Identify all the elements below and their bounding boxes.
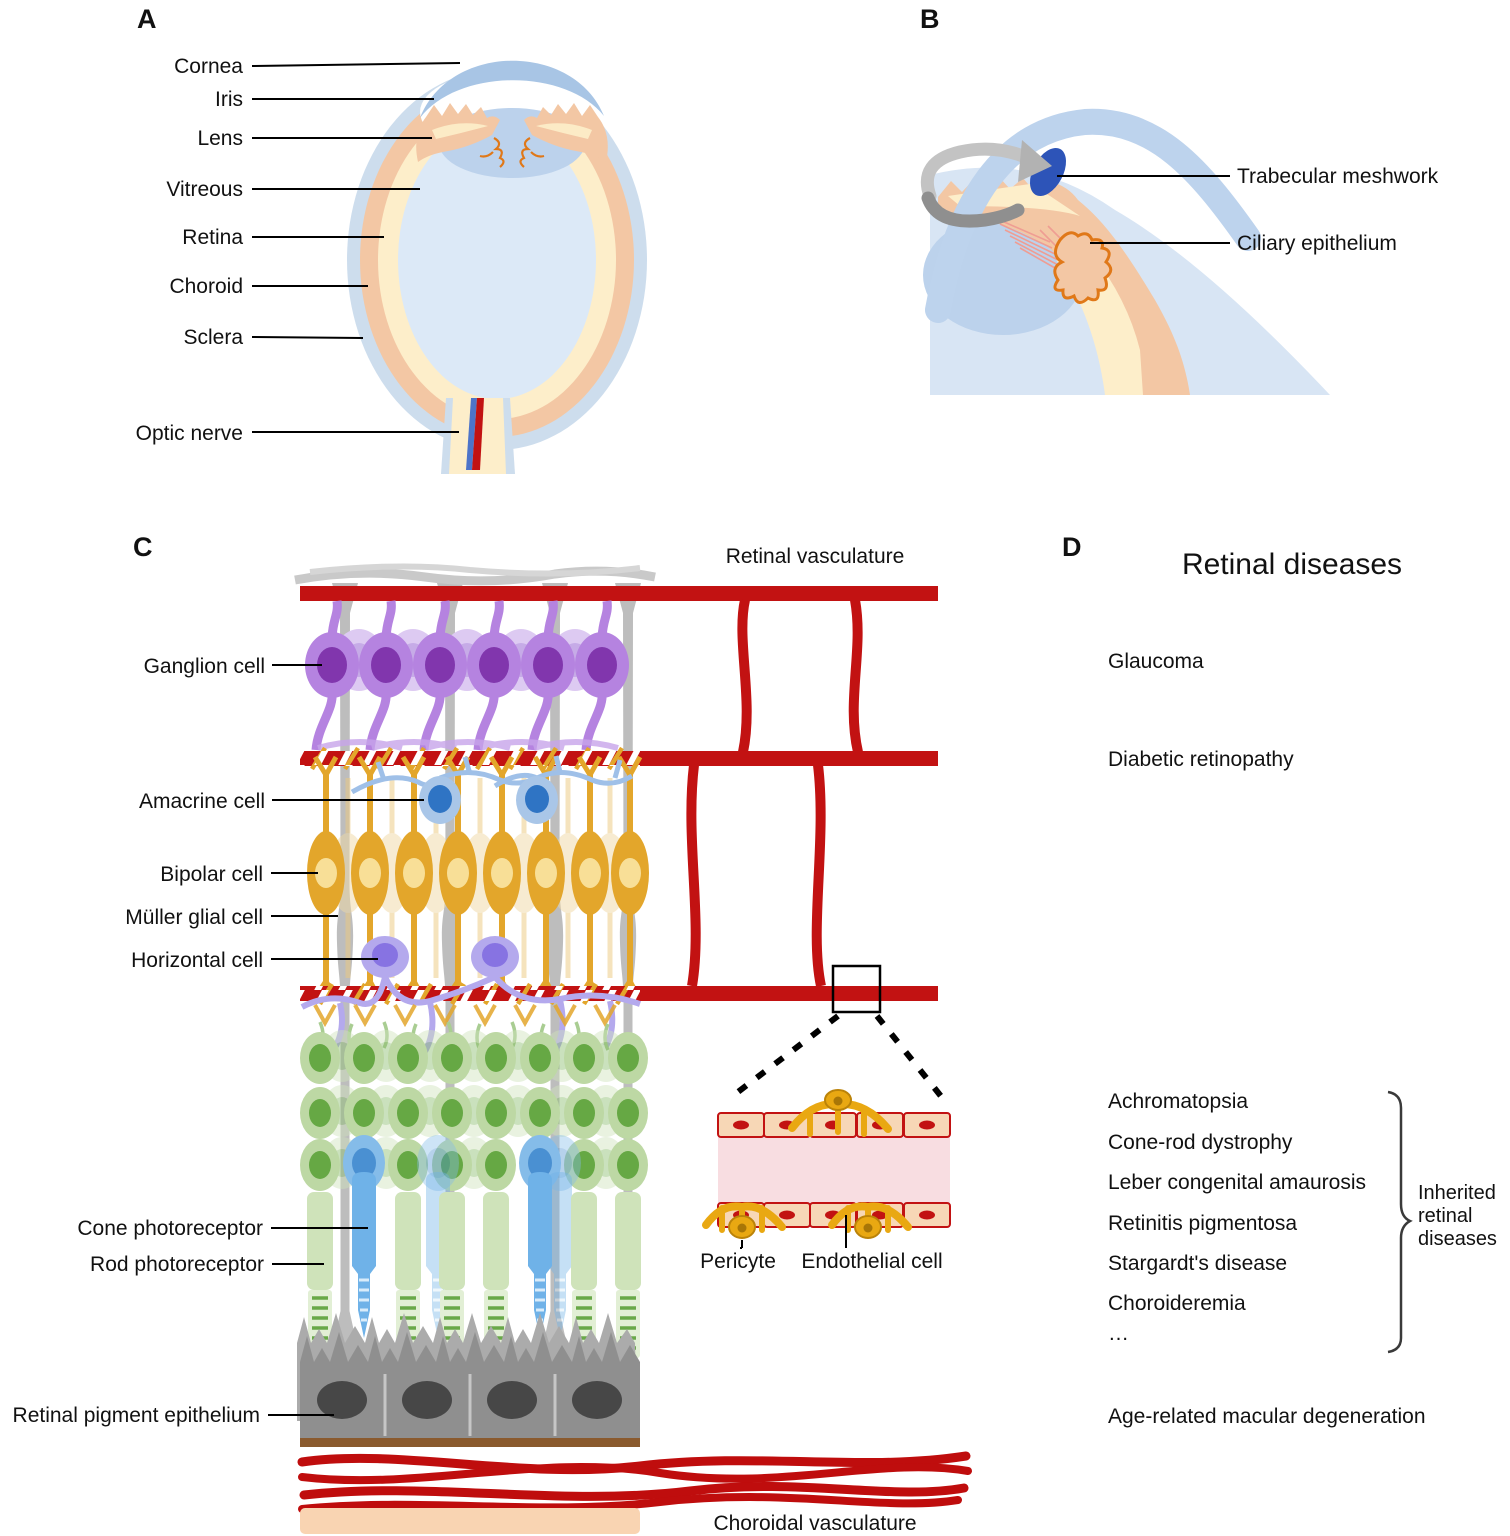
retinal-vasculature-label: Retinal vasculature (726, 545, 905, 568)
retinal-diseases-title: Retinal diseases (1181, 548, 1403, 581)
disease-cone-rod-dystrophy: Cone-rod dystrophy (1108, 1131, 1293, 1154)
inherited-bracket (1387, 1090, 1413, 1354)
iris-label: Iris (215, 88, 243, 111)
aqueous-flow-arrow (920, 140, 1052, 228)
vessel-v1 (737, 598, 752, 754)
pericyte-top (788, 1089, 892, 1137)
sclera-leader-line (251, 336, 364, 339)
vessel-v3 (686, 764, 701, 987)
cornea-label: Cornea (174, 55, 243, 78)
ciliary-epithelium (1053, 231, 1113, 304)
ganglion-dendrite-mesh (317, 739, 619, 751)
amacrine-nucleus-1 (428, 785, 452, 813)
panel-a-leader-lines (251, 62, 461, 433)
disease-leber-congenital-amaurosis: Leber congenital amaurosis (1108, 1171, 1366, 1194)
horizontal-nucleus-1 (372, 943, 398, 967)
pericyte-bottom-right (828, 1202, 912, 1239)
rpe-nucleus (572, 1381, 622, 1419)
ganglion-cells (305, 601, 629, 750)
central-retinal-artery (472, 398, 484, 470)
vessel-v2 (848, 599, 863, 754)
retinal-vessel-verticals (686, 598, 863, 988)
disease-choroideremia: Choroideremia (1108, 1292, 1246, 1315)
disease-diabetic-retinopathy: Diabetic retinopathy (1108, 748, 1294, 771)
ciliary-zonule-squiggles (479, 137, 545, 168)
pericyte-label: Pericyte (700, 1250, 776, 1273)
choroidal-vessels (297, 1451, 972, 1513)
retinal-pigment-epithelium (297, 1313, 640, 1447)
disease-amd: Age-related macular degeneration (1108, 1405, 1426, 1428)
photoreceptor-nuclei (300, 1030, 648, 1191)
central-retinal-vein (466, 398, 477, 470)
choroidal-vasculature-label: Choroidal vasculature (713, 1512, 916, 1535)
cornea-leader-line (251, 62, 461, 67)
horizontal-nucleus-2 (482, 943, 508, 967)
disease-stargardts-disease: Stargardt's disease (1108, 1252, 1288, 1275)
panel-c-letter: C (133, 532, 153, 562)
optic-nerve (441, 398, 515, 474)
ciliary-epithelium-label: Ciliary epithelium (1237, 232, 1397, 255)
inherited-retinal-diseases-label: Inherited retinal diseases (1418, 1182, 1497, 1250)
retinal-vessel-top (300, 586, 938, 601)
arrowhead (1018, 140, 1052, 182)
retina-label: Retina (182, 226, 243, 249)
rod-photoreceptor-label: Rod photoreceptor (90, 1253, 264, 1276)
panel-c-figure: Retinal vasculature Ganglion cell Amacri… (13, 545, 972, 1535)
panel-a-figure: Cornea Iris Lens Vitreous Retina Choroid… (136, 55, 647, 474)
amacrine-cell-label: Amacrine cell (139, 790, 265, 813)
disease-retinitis-pigmentosa: Retinitis pigmentosa (1108, 1212, 1298, 1235)
cone-photoreceptor-label: Cone photoreceptor (77, 1217, 263, 1240)
choroid-band (300, 1508, 640, 1534)
disease-achromatopsia: Achromatopsia (1108, 1090, 1249, 1113)
trabecular-meshwork-label: Trabecular meshwork (1237, 165, 1439, 188)
endothelial-wall-top (717, 1112, 951, 1138)
ganglion-cell-label: Ganglion cell (144, 655, 265, 678)
retinal-pigment-epithelium-label: Retinal pigment epithelium (13, 1404, 260, 1427)
capillary-zoom-box (831, 964, 882, 1014)
cone-cell-1 (350, 1170, 378, 1340)
eye-globe (347, 60, 647, 474)
muller-glial-cell-label: Müller glial cell (125, 906, 263, 929)
horizontal-processes (300, 974, 641, 1055)
endothelial-cell-label: Endothelial cell (801, 1250, 942, 1273)
bipolar-terminals (313, 1004, 617, 1028)
vitreous-label: Vitreous (166, 178, 243, 201)
vessel-v4 (811, 764, 826, 988)
rpe-nucleus (487, 1381, 537, 1419)
horizontal-cells (300, 936, 641, 1055)
lens-label: Lens (197, 127, 243, 150)
nerve-fiber-wisps-2 (309, 563, 641, 577)
panel-b-figure: Trabecular meshwork Ciliary epithelium (920, 108, 1439, 395)
horizontal-cell-label: Horizontal cell (131, 949, 263, 972)
bipolar-cell-label: Bipolar cell (160, 863, 263, 886)
optic-nerve-label: Optic nerve (136, 422, 243, 445)
rpe-nucleus (402, 1381, 452, 1419)
zoom-dashed-lines (728, 1013, 947, 1102)
panel-d-letter: D (1062, 532, 1082, 562)
disease-glaucoma: Glaucoma (1108, 650, 1204, 673)
amacrine-cells (350, 755, 634, 824)
angle-drawing (920, 108, 1330, 395)
iris-left-highlight (432, 123, 488, 139)
choroid-label: Choroid (169, 275, 243, 298)
muller-glial-cells (294, 563, 656, 1345)
bruchs-membrane (300, 1438, 640, 1447)
rpe-cell-borders (383, 1374, 557, 1436)
inherited-bracket-svg (1387, 1090, 1413, 1354)
panel-a-letter: A (137, 4, 157, 34)
amacrine-nucleus-2 (525, 785, 549, 813)
vitreous-body (398, 121, 596, 399)
capillary-inset (702, 1089, 951, 1249)
pericyte-leader-line (740, 1240, 743, 1249)
iris-right-highlight (536, 123, 592, 139)
disease-ellipsis: … (1108, 1322, 1129, 1345)
rpe-nucleus (317, 1381, 367, 1419)
panel-b-letter: B (920, 4, 940, 34)
pericyte-bottom-left (702, 1202, 786, 1239)
panel-c-leader-lines (268, 664, 424, 1416)
cornea (420, 60, 604, 118)
sclera-label: Sclera (183, 326, 243, 349)
